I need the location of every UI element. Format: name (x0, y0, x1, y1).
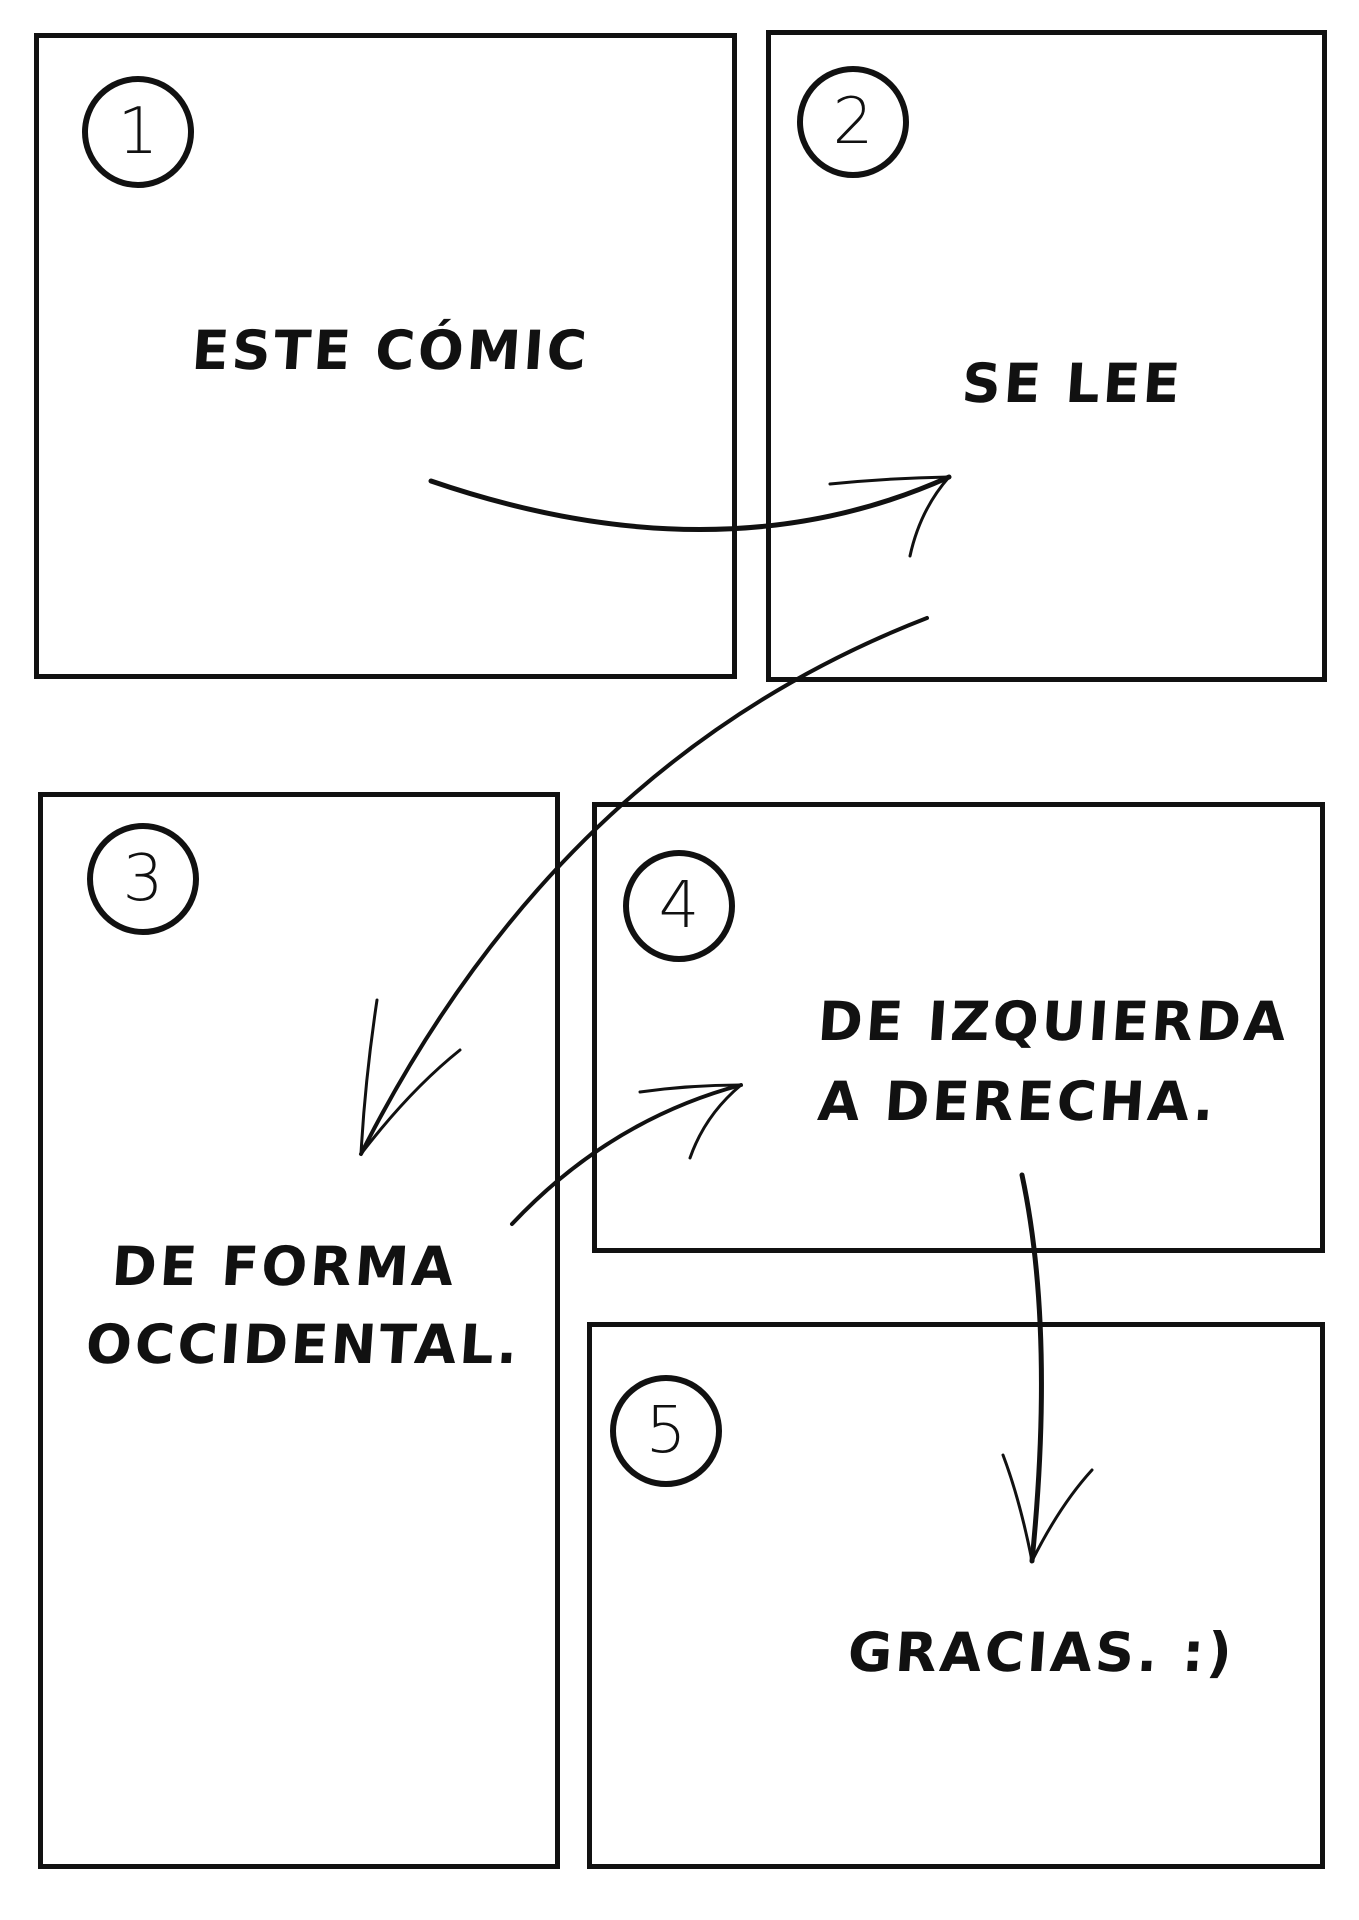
arrow-1-to-2 (428, 474, 952, 558)
panel-number-2: 2 (797, 66, 909, 178)
panel-number-5: 5 (610, 1375, 722, 1487)
panel-number-3: 3 (87, 823, 199, 935)
panel-number-1: 1 (82, 76, 194, 188)
arrow-4-to-5 (1001, 1172, 1094, 1564)
panel-number-4: 4 (623, 850, 735, 962)
arrow-3-to-4 (510, 1083, 743, 1226)
arrow-2-to-3 (359, 616, 929, 1156)
